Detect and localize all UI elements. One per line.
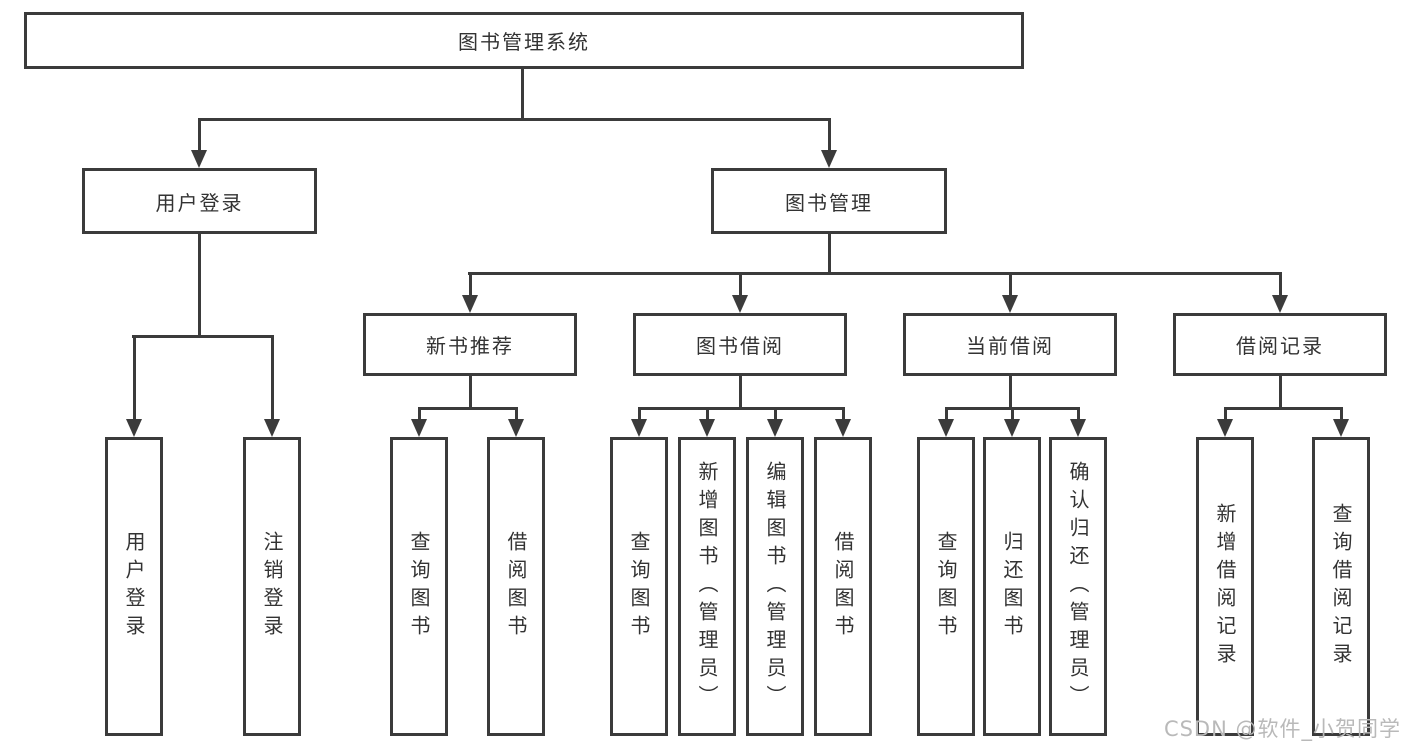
leaf-borrow-books: 借阅图书 (814, 437, 872, 736)
leaf-edit-books-admin: 编辑图书（管理员） (746, 437, 804, 736)
leaf-confirm-return-admin: 确认归还（管理员） (1049, 437, 1107, 736)
arrow-down-icon (462, 295, 478, 313)
connector-line (198, 121, 201, 150)
leaf-user-login-label: 用户登录 (122, 530, 146, 643)
arrow-down-icon (1217, 419, 1233, 437)
connector-line (1009, 376, 1012, 407)
node-current-borrowing: 当前借阅 (903, 313, 1117, 376)
connector-line (706, 410, 709, 419)
leaf-query-books-borrowing-label: 查询图书 (627, 530, 651, 643)
leaf-borrow-books-recommend-label: 借阅图书 (504, 530, 528, 643)
connector-line (133, 338, 136, 419)
leaf-query-borrow-record: 查询借阅记录 (1312, 437, 1370, 736)
node-user-login: 用户登录 (82, 168, 317, 234)
connector-line (418, 410, 421, 419)
leaf-edit-books-admin-label: 编辑图书（管理员） (763, 460, 787, 713)
connector-line (828, 121, 831, 150)
csdn-watermark: CSDN @软件_小贺同学 (1163, 717, 1401, 741)
node-book-management: 图书管理 (711, 168, 947, 234)
connector-line (469, 376, 472, 407)
connector-line (828, 234, 831, 272)
arrow-down-icon (732, 295, 748, 313)
arrow-down-icon (1272, 295, 1288, 313)
node-new-book-recommendation-label: 新书推荐 (426, 334, 514, 358)
arrow-down-icon (1004, 419, 1020, 437)
leaf-return-books-label: 归还图书 (1000, 530, 1024, 643)
connector-line (198, 234, 201, 335)
leaf-logout-label: 注销登录 (260, 530, 284, 643)
arrow-down-icon (1070, 419, 1086, 437)
arrow-down-icon (767, 419, 783, 437)
leaf-confirm-return-admin-label: 确认归还（管理员） (1066, 460, 1090, 713)
arrow-down-icon (631, 419, 647, 437)
connector-line (774, 410, 777, 419)
connector-line (638, 410, 641, 419)
leaf-add-books-admin: 新增图书（管理员） (678, 437, 736, 736)
leaf-user-login: 用户登录 (105, 437, 163, 736)
arrow-down-icon (191, 150, 207, 168)
node-book-borrowing: 图书借阅 (633, 313, 847, 376)
connector-line (945, 410, 948, 419)
leaf-query-books-current-label: 查询图书 (934, 530, 958, 643)
node-user-login-label: 用户登录 (155, 190, 244, 215)
node-library-system-label: 图书管理系统 (458, 30, 590, 54)
leaf-add-books-admin-label: 新增图书（管理员） (695, 460, 719, 713)
leaf-query-books-borrowing: 查询图书 (610, 437, 668, 736)
connector-line (638, 407, 845, 410)
connector-line (945, 407, 1080, 410)
node-library-system: 图书管理系统 (24, 12, 1024, 69)
connector-line (469, 275, 472, 295)
connector-line (515, 410, 518, 419)
connector-line (132, 335, 274, 338)
connector-line (198, 118, 831, 121)
arrow-down-icon (126, 419, 142, 437)
leaf-add-borrow-record: 新增借阅记录 (1196, 437, 1254, 736)
leaf-logout: 注销登录 (243, 437, 301, 736)
connector-line (468, 272, 1282, 275)
connector-line (1279, 376, 1282, 407)
arrow-down-icon (699, 419, 715, 437)
leaf-borrow-books-recommend: 借阅图书 (487, 437, 545, 736)
connector-line (739, 376, 742, 407)
connector-line (1077, 410, 1080, 419)
connector-line (521, 69, 524, 118)
connector-line (1340, 410, 1343, 419)
connector-line (1279, 275, 1282, 295)
arrow-down-icon (1002, 295, 1018, 313)
node-new-book-recommendation: 新书推荐 (363, 313, 577, 376)
node-current-borrowing-label: 当前借阅 (966, 334, 1054, 358)
node-borrowing-records-label: 借阅记录 (1236, 334, 1324, 358)
arrow-down-icon (835, 419, 851, 437)
leaf-borrow-books-label: 借阅图书 (831, 530, 855, 643)
connector-line (842, 410, 845, 419)
arrow-down-icon (821, 150, 837, 168)
leaf-query-books-recommend: 查询图书 (390, 437, 448, 736)
node-borrowing-records: 借阅记录 (1173, 313, 1387, 376)
leaf-query-books-current: 查询图书 (917, 437, 975, 736)
arrow-down-icon (264, 419, 280, 437)
connector-line (1224, 410, 1227, 419)
connector-line (739, 275, 742, 295)
node-book-borrowing-label: 图书借阅 (696, 334, 784, 358)
connector-line (418, 407, 518, 410)
arrow-down-icon (508, 419, 524, 437)
connector-line (271, 338, 274, 419)
arrow-down-icon (1333, 419, 1349, 437)
connector-line (1011, 410, 1014, 419)
leaf-query-books-recommend-label: 查询图书 (407, 530, 431, 643)
node-book-management-label: 图书管理 (785, 190, 873, 215)
leaf-add-borrow-record-label: 新增借阅记录 (1213, 502, 1237, 671)
connector-line (1224, 407, 1343, 410)
connector-line (1009, 275, 1012, 295)
leaf-return-books: 归还图书 (983, 437, 1041, 736)
leaf-query-borrow-record-label: 查询借阅记录 (1329, 502, 1353, 671)
arrow-down-icon (938, 419, 954, 437)
arrow-down-icon (411, 419, 427, 437)
